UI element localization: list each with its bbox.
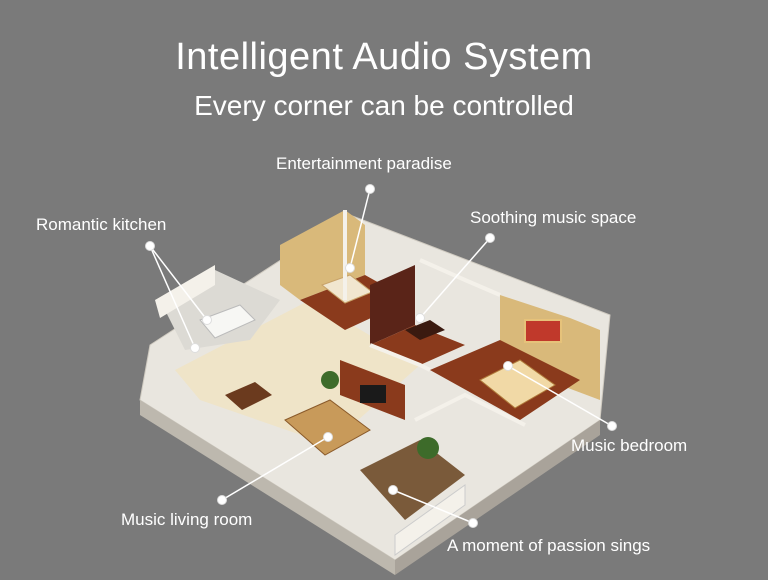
living-room-rug xyxy=(284,399,371,456)
leader-passion xyxy=(392,489,474,524)
callout-soothing: Soothing music space xyxy=(470,208,637,227)
leader-soothing xyxy=(419,237,491,319)
study-bookshelf xyxy=(370,265,415,345)
dot-passion-start xyxy=(388,485,398,495)
balcony-rail xyxy=(394,484,466,556)
study-floor xyxy=(370,325,465,365)
study-desk xyxy=(405,320,445,340)
house-side-right xyxy=(395,420,600,575)
tv-screen xyxy=(360,385,386,403)
page-subtitle: Every corner can be controlled xyxy=(194,90,574,121)
callout-passion: A moment of passion sings xyxy=(447,536,651,555)
interior-wall-4 xyxy=(414,392,526,427)
living-room-floor xyxy=(175,300,420,445)
house-side-left xyxy=(140,400,395,575)
dot-passion-end xyxy=(468,518,478,528)
dot-bedroom-start xyxy=(503,361,513,371)
balcony-floor xyxy=(360,440,465,520)
dot-living-start xyxy=(217,495,227,505)
dot-soothing-top xyxy=(485,233,495,243)
leader-bedroom xyxy=(507,365,613,427)
callout-bedroom: Music bedroom xyxy=(571,436,688,455)
dot-kitchen-end-a xyxy=(202,315,212,325)
dot-soothing-end xyxy=(415,313,425,323)
living-room-plant xyxy=(321,371,339,389)
leader-kitchen-b xyxy=(149,245,196,349)
leader-entertainment xyxy=(349,188,371,269)
balcony-plant xyxy=(417,437,439,459)
dot-kitchen-top xyxy=(145,241,155,251)
bedroom-painting xyxy=(524,319,562,343)
interior-wall-3 xyxy=(369,343,431,372)
callout-living: Music living room xyxy=(121,510,253,529)
kitchen-counter xyxy=(199,304,256,339)
callout-kitchen: Romantic kitchen xyxy=(36,215,167,234)
leader-kitchen-a xyxy=(149,245,208,321)
callout-entertainment: Entertainment paradise xyxy=(276,154,452,173)
leader-living xyxy=(221,436,329,501)
dining-table xyxy=(225,382,272,410)
dot-kitchen-end-b xyxy=(190,343,200,353)
dot-bedroom-end xyxy=(607,421,617,431)
dot-entertainment-top xyxy=(365,184,375,194)
dot-entertainment-end xyxy=(345,263,355,273)
dot-living-end xyxy=(323,432,333,442)
interior-wall-2 xyxy=(419,258,501,297)
page-title: Intelligent Audio System xyxy=(175,36,593,78)
